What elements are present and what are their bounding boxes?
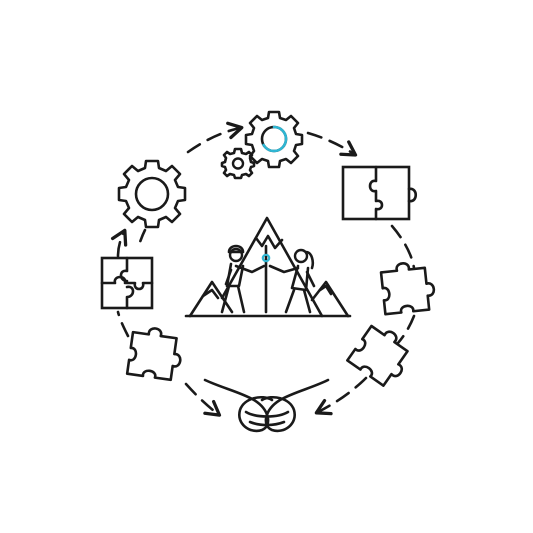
rope-knot-icon bbox=[203, 378, 330, 433]
cycle-arrow-icon bbox=[184, 382, 222, 417]
cycle-arrow-icon bbox=[314, 376, 368, 416]
puzzle-joined-icon bbox=[341, 165, 418, 221]
puzzle-piece-icon bbox=[346, 324, 409, 387]
puzzle-square-icon bbox=[100, 256, 154, 310]
cycle-arrow-segment bbox=[116, 310, 130, 338]
climber-left bbox=[220, 244, 266, 314]
climber-right bbox=[268, 248, 316, 314]
gear-icon bbox=[117, 159, 187, 229]
gears-icon bbox=[220, 110, 304, 180]
puzzle-piece-icon bbox=[125, 327, 182, 382]
cycle-arrow-icon bbox=[306, 131, 358, 157]
cycle-arrow-icon bbox=[110, 228, 128, 258]
cycle-arrow-segment bbox=[136, 228, 147, 250]
cycle-arrow-segment bbox=[390, 224, 416, 270]
cycle-path bbox=[110, 121, 416, 417]
cycle-arrow-icon bbox=[186, 121, 244, 154]
mountain-handshake-icon bbox=[184, 216, 352, 318]
puzzle-piece-icon bbox=[379, 262, 436, 316]
cycle-arrow-segment bbox=[396, 314, 416, 345]
